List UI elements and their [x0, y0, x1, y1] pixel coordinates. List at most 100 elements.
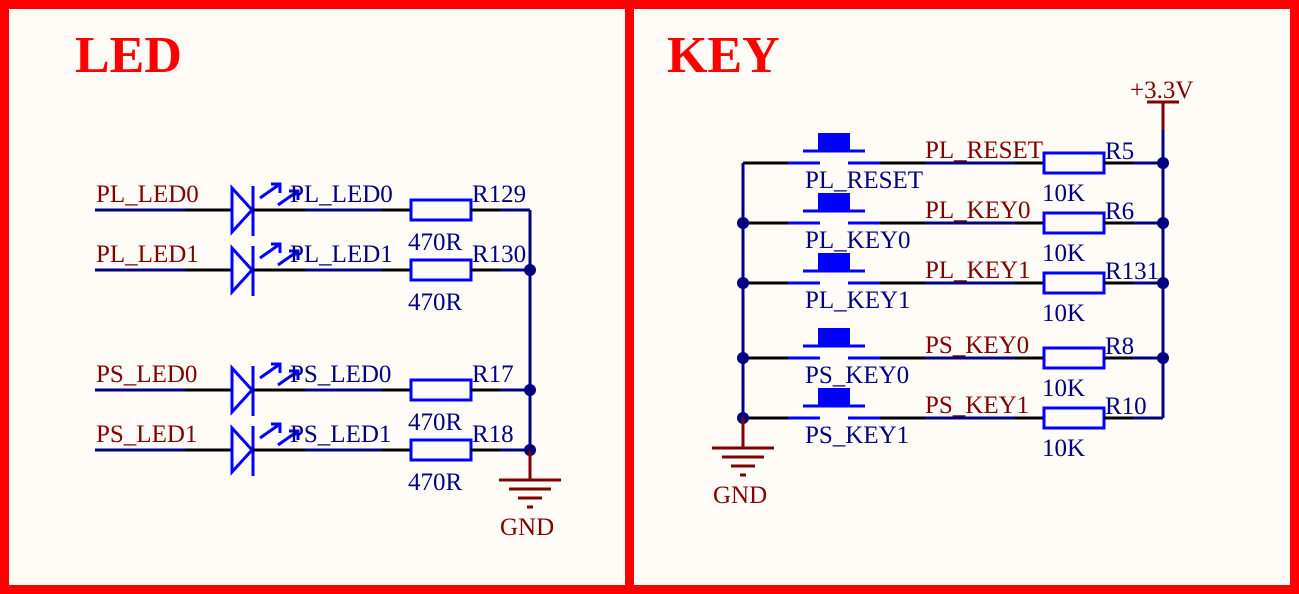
- arrow-shaft: [259, 422, 281, 440]
- resistor-value: 470R: [408, 469, 463, 496]
- resistor-body: [409, 258, 473, 282]
- arrow-shaft: [277, 189, 299, 207]
- switch-designator: PL_KEY0: [805, 227, 911, 254]
- resistor-body: [409, 438, 473, 462]
- led-input-net-label: PS_LED1: [96, 421, 197, 448]
- led-diode-triangle: [230, 244, 255, 296]
- switch-designator: PL_RESET: [805, 167, 923, 194]
- key-net-label: PL_KEY0: [925, 197, 1031, 224]
- resistor-body: [1042, 346, 1106, 370]
- arrow-head: [271, 182, 282, 193]
- ground-symbol: GND: [712, 418, 774, 509]
- arrow-shaft: [277, 249, 299, 267]
- resistor-designator: R129: [472, 181, 526, 208]
- switch-designator: PS_KEY0: [805, 362, 909, 389]
- pushbutton-icon: [788, 253, 880, 285]
- resistor-body: [1042, 406, 1106, 430]
- switch-cap: [818, 193, 850, 211]
- ground-symbol: GND: [499, 450, 561, 541]
- resistor-designator: R5: [1105, 138, 1134, 165]
- resistor-value: 470R: [408, 289, 463, 316]
- led-cathode-net-label: PL_LED1: [290, 241, 393, 268]
- arrow-shaft: [277, 369, 299, 387]
- led-input-net-label: PL_LED0: [96, 181, 199, 208]
- arrow-head: [271, 362, 282, 373]
- resistor-value: 10K: [1042, 300, 1085, 327]
- light-arrows-icon: [259, 182, 300, 207]
- resistor-designator: R10: [1105, 393, 1147, 420]
- resistor-body: [409, 198, 473, 222]
- led-diode-icon: [230, 184, 255, 236]
- led-diode-triangle: [230, 364, 255, 416]
- resistor-designator: R8: [1105, 333, 1134, 360]
- led-row: PS_LED1 PS_LED1 R18 470R: [95, 421, 536, 496]
- resistor-designator: R6: [1105, 198, 1134, 225]
- pushbutton-icon: [788, 388, 880, 420]
- power-label: +3.3V: [1130, 77, 1193, 104]
- key-section-frame: [625, 0, 1299, 594]
- switch-cap: [818, 253, 850, 271]
- led-cathode-net-label: PL_LED0: [290, 181, 393, 208]
- arrow-shaft: [259, 242, 281, 260]
- led-section-frame: [0, 0, 634, 594]
- resistor-designator: R131: [1105, 258, 1159, 285]
- led-diode-triangle: [230, 184, 255, 236]
- key-net-label: PL_RESET: [925, 137, 1043, 164]
- resistor-value: 470R: [408, 409, 463, 436]
- ground-label: GND: [500, 514, 554, 541]
- led-section-title: LED: [75, 27, 182, 84]
- switch-designator: PS_KEY1: [805, 422, 909, 449]
- pushbutton-icon: [788, 193, 880, 225]
- led-cathode-net-label: PS_LED0: [290, 361, 391, 388]
- resistor-value: 470R: [408, 229, 463, 256]
- resistor-value: 10K: [1042, 435, 1085, 462]
- switch-cap: [818, 328, 850, 346]
- switch-cap: [818, 388, 850, 406]
- led-diode-icon: [230, 364, 255, 416]
- led-row: PL_LED0 PL_LED0 R129 470R: [95, 181, 530, 256]
- arrow-head: [271, 422, 282, 433]
- led-circuit: PL_LED0 PL_LED0 R129 470R PL_LED1 PL_LED1 R130…: [95, 181, 561, 541]
- led-diode-triangle: [230, 424, 255, 476]
- led-diode-icon: [230, 424, 255, 476]
- switch-designator: PL_KEY1: [805, 287, 911, 314]
- arrow-head: [289, 249, 300, 260]
- light-arrows-icon: [259, 362, 300, 387]
- key-net-label: PS_KEY1: [925, 392, 1029, 419]
- ground-label: GND: [713, 482, 767, 509]
- led-input-net-label: PL_LED1: [96, 241, 199, 268]
- pushbutton-icon: [788, 328, 880, 360]
- key-net-label: PS_KEY0: [925, 332, 1029, 359]
- resistor-body: [409, 378, 473, 402]
- switch-cap: [818, 133, 850, 151]
- resistor-designator: R130: [472, 241, 526, 268]
- arrow-shaft: [259, 182, 281, 200]
- led-row: PL_LED1 PL_LED1 R130 470R: [95, 241, 536, 316]
- light-arrows-icon: [259, 422, 300, 447]
- resistor-body: [1042, 151, 1106, 175]
- key-net-label: PL_KEY1: [925, 257, 1031, 284]
- led-cathode-net-label: PS_LED1: [290, 421, 391, 448]
- arrow-shaft: [277, 429, 299, 447]
- arrow-head: [289, 189, 300, 200]
- arrow-head: [271, 242, 282, 253]
- resistor-value: 10K: [1042, 240, 1085, 267]
- resistor-value: 10K: [1042, 180, 1085, 207]
- arrow-shaft: [259, 362, 281, 380]
- resistor-body: [1042, 211, 1106, 235]
- resistor-designator: R18: [472, 421, 514, 448]
- key-section-title: KEY: [667, 27, 780, 84]
- led-diode-icon: [230, 244, 255, 296]
- light-arrows-icon: [259, 242, 300, 267]
- resistor-value: 10K: [1042, 375, 1085, 402]
- resistor-designator: R17: [472, 361, 514, 388]
- arrow-head: [289, 429, 300, 440]
